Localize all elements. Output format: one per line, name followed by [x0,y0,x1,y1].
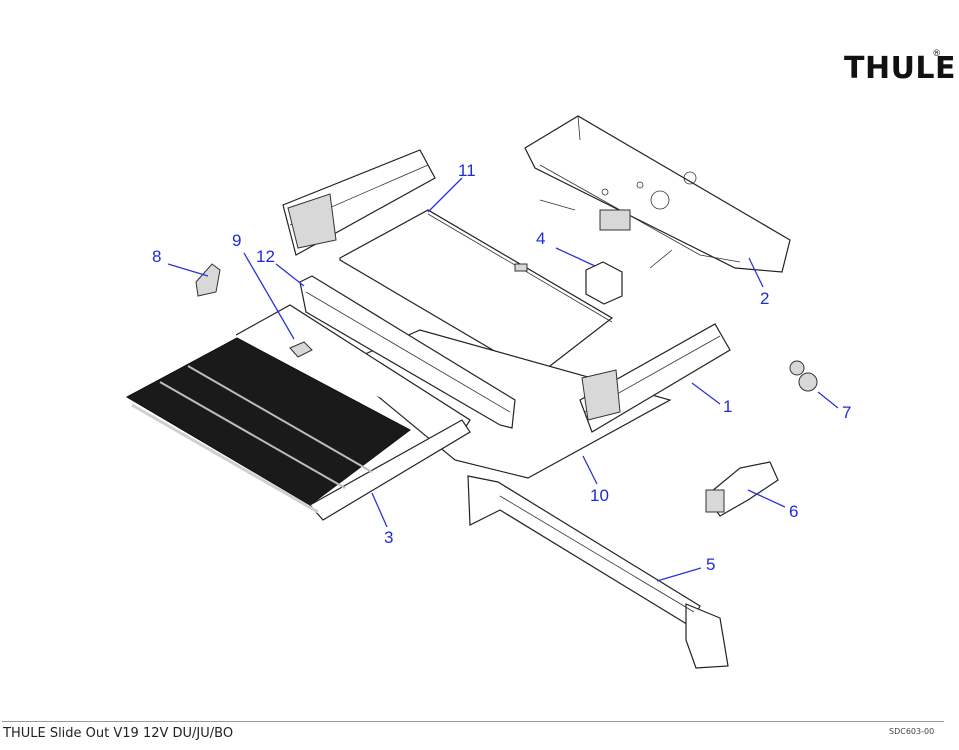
callout-8: 8 [152,247,161,266]
part-3-step [125,304,471,521]
callout-4: 4 [536,229,545,248]
callout-labels: 1 2 3 4 5 6 7 8 9 10 11 12 [152,161,851,574]
part-6-motor [705,461,779,517]
document-code: SDC603-00 [889,727,935,736]
part-5-arm [467,475,729,669]
part-11-upper-panel [339,209,614,377]
logo-wordmark: THULE [844,51,957,86]
exploded-parts-diagram: 1 2 3 4 5 6 7 8 9 10 11 12 [125,115,851,669]
registered-mark: ® [933,48,940,58]
left-rail [282,149,436,256]
callout-2: 2 [760,289,769,308]
part-9-clip [289,341,313,358]
part-7-fitting [789,360,818,392]
thule-logo: THULE ® [844,48,956,86]
callout-1: 1 [723,397,732,416]
part-8-bracket [195,263,221,297]
part-12-bar [299,275,516,429]
part-4-sensor [585,261,623,305]
footer-title: THULE Slide Out V19 12V DU/JU/BO [3,726,234,741]
callout-7: 7 [842,403,851,422]
footer-divider [2,721,944,722]
callout-9: 9 [232,231,241,250]
callout-11: 11 [458,161,476,180]
callout-12: 12 [256,247,275,266]
callout-6: 6 [789,502,798,521]
leader-lines [167,177,839,582]
callout-10: 10 [590,486,609,505]
callout-5: 5 [706,555,715,574]
callout-3: 3 [384,528,393,547]
part-1-right-rail [579,323,731,433]
part-2-top-plate [524,115,791,273]
